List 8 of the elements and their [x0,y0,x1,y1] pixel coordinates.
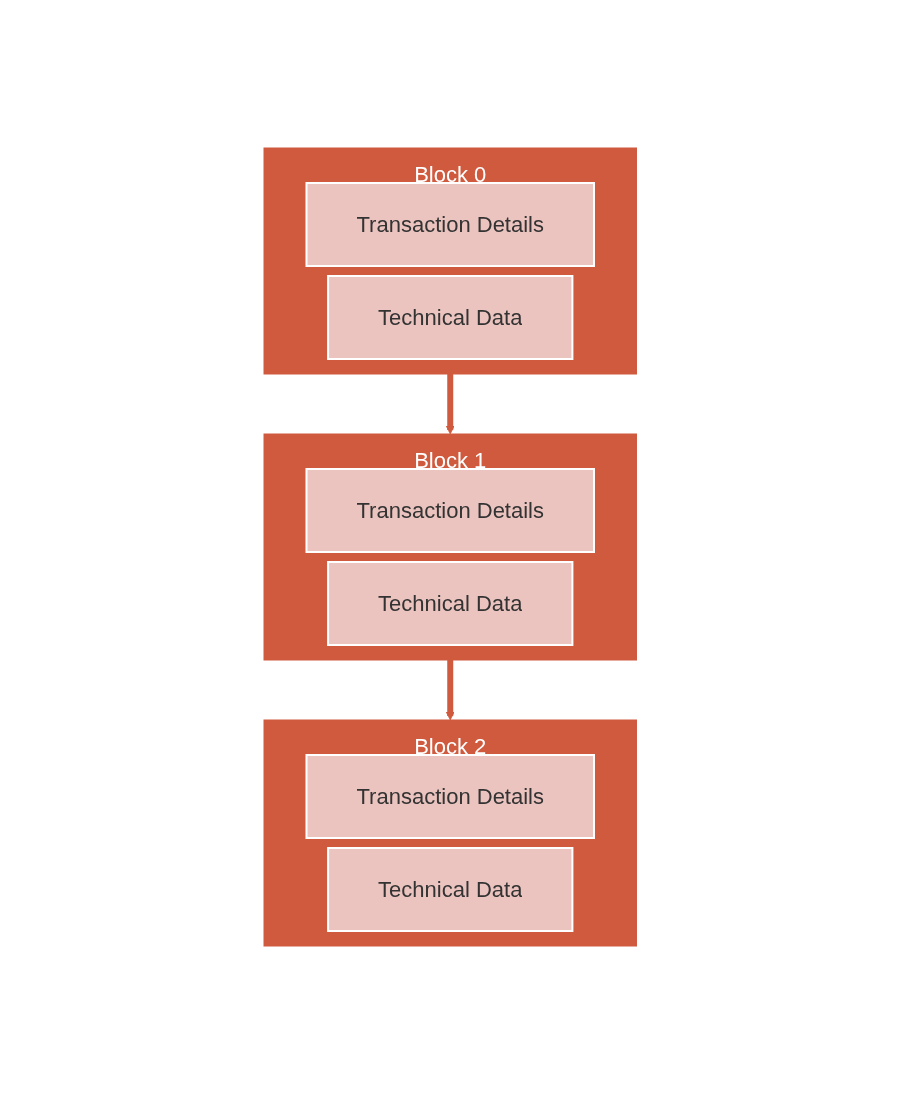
node-box: Transaction Details [305,182,595,267]
node-box: Transaction Details [305,754,595,839]
arrow [445,660,455,721]
arrow [445,374,455,435]
node-box: Technical Data [326,847,574,932]
node-box: Technical Data [326,561,574,646]
node-box: Technical Data [326,275,574,360]
node-box: Transaction Details [305,468,595,553]
